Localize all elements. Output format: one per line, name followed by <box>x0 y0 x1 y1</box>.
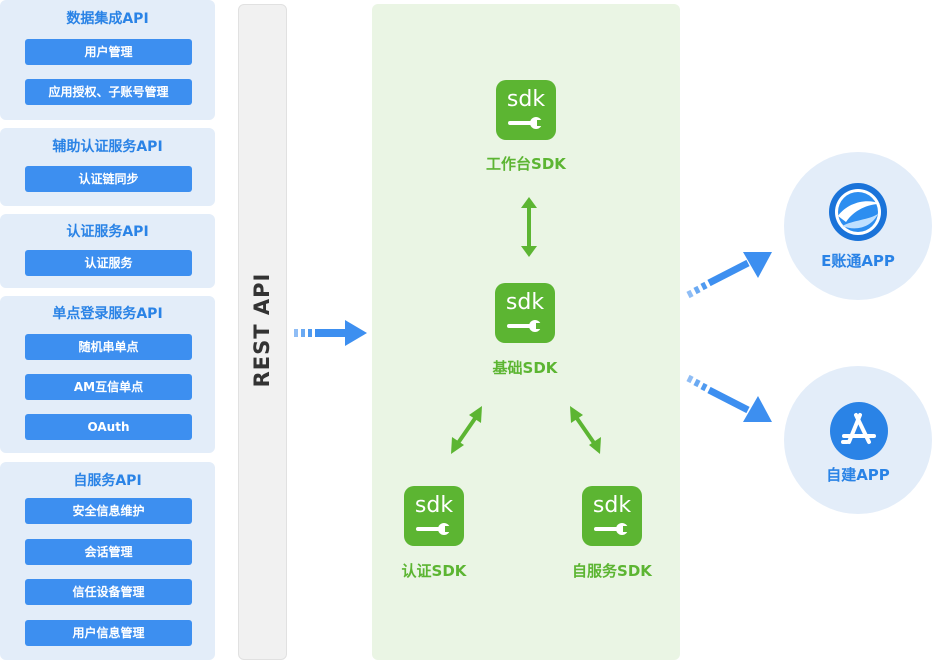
api-group-auth-service: 认证服务API 认证服务 <box>0 214 215 288</box>
api-group-title: 数据集成API <box>66 11 149 27</box>
double-arrow-icon <box>451 406 482 454</box>
api-group-title: 辅助认证服务API <box>52 139 163 155</box>
sdk-icon-text: sdk <box>505 290 545 315</box>
api-item-app-authorization[interactable]: 应用授权、子账号管理 <box>25 79 192 105</box>
sdk-icon-base[interactable]: sdk <box>495 283 555 343</box>
sdk-icon-text: sdk <box>506 87 546 112</box>
api-group-title: 自服务API <box>73 473 142 489</box>
api-item-trusted-device[interactable]: 信任设备管理 <box>25 579 192 605</box>
api-item-user-management[interactable]: 用户管理 <box>25 39 192 65</box>
app-label-custom: 自建APP <box>826 466 890 484</box>
api-item-auth-chain-sync[interactable]: 认证链同步 <box>25 166 192 192</box>
app-store-icon <box>830 402 888 460</box>
sdk-label-auth: 认证SDK <box>401 562 467 580</box>
sdk-icon-auth[interactable]: sdk <box>404 486 464 546</box>
sdk-label-self-service: 自服务SDK <box>572 562 652 580</box>
api-item-oauth[interactable]: OAuth <box>25 414 192 440</box>
api-group-self-service: 自服务API 安全信息维护 会话管理 信任设备管理 用户信息管理 <box>0 462 215 660</box>
e-account-logo-icon <box>829 183 887 241</box>
flow-arrow-icon <box>294 320 367 346</box>
sdk-label-workbench: 工作台SDK <box>486 155 566 173</box>
api-item-auth-service[interactable]: 认证服务 <box>25 250 192 276</box>
api-item-am-trust-sso[interactable]: AM互信单点 <box>25 374 192 400</box>
flow-arrow-icon <box>686 374 772 422</box>
api-item-user-info[interactable]: 用户信息管理 <box>25 620 192 646</box>
wrench-icon <box>594 523 630 535</box>
sdk-icon-text: sdk <box>414 493 454 518</box>
api-group-title: 单点登录服务API <box>52 306 163 322</box>
sdk-icon-self-service[interactable]: sdk <box>582 486 642 546</box>
app-custom[interactable]: 自建APP <box>784 366 932 514</box>
flow-arrow-icon <box>686 252 772 299</box>
sdk-icon-workbench[interactable]: sdk <box>496 80 556 140</box>
api-group-aux-auth: 辅助认证服务API 认证链同步 <box>0 128 215 206</box>
wrench-icon <box>507 320 543 332</box>
app-e-account[interactable]: E账通APP <box>784 152 932 300</box>
double-arrow-icon <box>521 197 537 257</box>
api-group-sso: 单点登录服务API 随机串单点 AM互信单点 OAuth <box>0 296 215 453</box>
sdk-label-base: 基础SDK <box>492 359 558 377</box>
wrench-icon <box>508 117 544 129</box>
rest-api-bar <box>238 4 287 660</box>
rest-api-label: REST API <box>250 272 274 388</box>
api-item-security-info[interactable]: 安全信息维护 <box>25 498 192 524</box>
api-item-random-string-sso[interactable]: 随机串单点 <box>25 334 192 360</box>
wrench-icon <box>416 523 452 535</box>
api-group-data-integration: 数据集成API 用户管理 应用授权、子账号管理 <box>0 0 215 120</box>
sdk-icon-text: sdk <box>592 493 632 518</box>
double-arrow-icon <box>570 406 601 454</box>
app-label-e-account: E账通APP <box>821 252 895 270</box>
api-item-session-management[interactable]: 会话管理 <box>25 539 192 565</box>
api-group-title: 认证服务API <box>66 224 149 240</box>
